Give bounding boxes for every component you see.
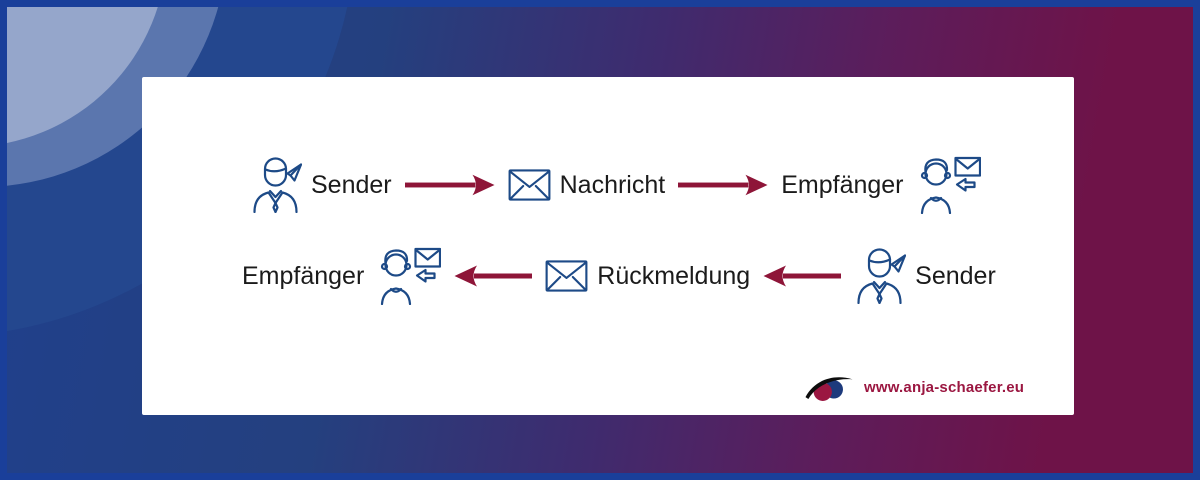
receiver-label: Empfänger — [781, 170, 904, 199]
sender-person-icon — [854, 248, 906, 304]
communication-row-forward: Sender Nachricht Empfänger — [250, 155, 981, 215]
sender-label: Sender — [915, 261, 996, 290]
eye-swoosh-icon — [805, 371, 855, 404]
site-logo: www.anja-schaefer.eu — [805, 371, 1024, 404]
arrow-left-icon — [454, 264, 532, 288]
message-label: Nachricht — [559, 170, 666, 199]
receiver-person-icon — [373, 247, 441, 305]
sender-label: Sender — [311, 170, 392, 199]
envelope-icon — [508, 169, 551, 201]
website-url: www.anja-schaefer.eu — [864, 379, 1025, 396]
arrow-right-icon — [405, 173, 495, 197]
envelope-icon — [545, 260, 588, 292]
arrow-right-icon — [678, 173, 768, 197]
arrow-left-icon — [763, 264, 841, 288]
receiver-person-icon — [913, 156, 981, 214]
communication-row-feedback: Empfänger Rückmeldung Sender — [242, 245, 996, 307]
sender-person-icon — [250, 157, 302, 213]
diagram-card: Sender Nachricht Empfänger Empfänger — [142, 77, 1074, 415]
receiver-label: Empfänger — [242, 261, 365, 290]
feedback-label: Rückmeldung — [597, 261, 751, 290]
